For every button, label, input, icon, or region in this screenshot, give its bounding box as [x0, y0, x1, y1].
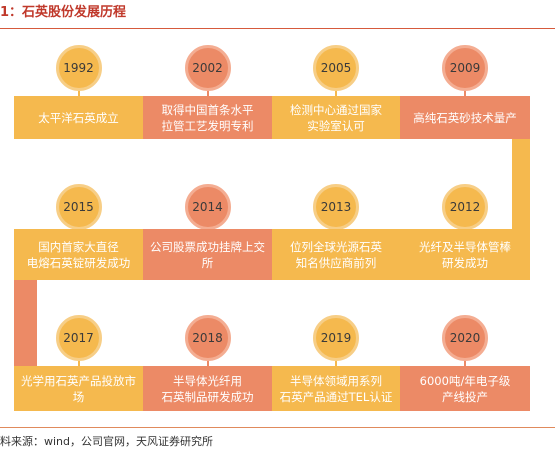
source-note: 料来源：wind，公司官网，天风证券研究所: [0, 435, 214, 448]
milestone-year-badge: 2020: [442, 315, 488, 361]
figure-title: 1：石英股份发展历程: [0, 5, 127, 20]
milestone-description: 光学用石英产品投放市场: [14, 366, 143, 411]
footer-rule: [0, 427, 555, 428]
milestone-stem: [464, 89, 466, 96]
milestone-year-badge: 2018: [184, 315, 231, 361]
milestone-description: 高纯石英砂技术量产: [400, 96, 530, 139]
milestone-year-badge: 2017: [55, 315, 102, 361]
milestone-year-badge: 2005: [313, 45, 359, 91]
milestone-description: 位列全球光源石英 知名供应商前列: [272, 229, 400, 280]
milestone-description: 公司股票成功挂牌上交所: [143, 229, 272, 280]
milestone-description: 6000吨/年电子级 产线投产: [400, 366, 530, 411]
milestone-year-badge: 1992: [55, 45, 102, 91]
milestone-description: 光纤及半导体管棒 研发成功: [400, 229, 530, 280]
milestone-stem: [77, 89, 80, 96]
milestone-year-badge: 2009: [442, 45, 488, 91]
milestone-year-badge: 2015: [55, 184, 102, 230]
milestone-description: 检测中心通过国家 实验室认可: [272, 96, 400, 139]
title-rule: [0, 28, 555, 29]
path-connector: [14, 280, 37, 366]
milestone-description: 半导体光纤用 石英制品研发成功: [143, 366, 272, 411]
milestone-description: 国内首家大直径 电熔石英锭研发成功: [14, 229, 143, 280]
milestone-year-badge: 2014: [184, 184, 231, 230]
milestone-description: 取得中国首条水平 拉管工艺发明专利: [143, 96, 272, 139]
path-connector: [512, 139, 530, 229]
milestone-stem: [335, 359, 337, 366]
milestone-stem: [335, 89, 337, 96]
milestone-description: 半导体领域用系列 石英产品通过TEL认证: [272, 366, 400, 411]
milestone-stem: [77, 359, 80, 366]
milestone-year-badge: 2013: [313, 184, 359, 230]
milestone-description: 太平洋石英成立: [14, 96, 143, 139]
milestone-year-badge: 2019: [313, 315, 359, 361]
milestone-year-badge: 2012: [442, 184, 488, 230]
milestone-stem: [464, 359, 466, 366]
milestone-stem: [206, 359, 209, 366]
milestone-stem: [206, 89, 209, 96]
milestone-year-badge: 2002: [184, 45, 231, 91]
